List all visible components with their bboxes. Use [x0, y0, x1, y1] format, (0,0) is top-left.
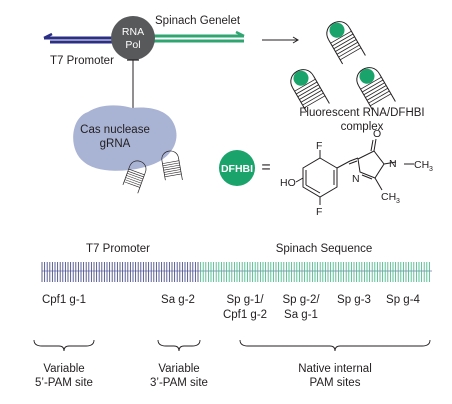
methyl-n: CH	[414, 159, 429, 171]
ring-nitrogen: N	[352, 173, 360, 185]
cas-nuclease-blob	[73, 105, 177, 171]
guide-site-label: Sp g-4	[386, 294, 420, 306]
guide-site-label: Cpf1 g-1	[42, 294, 86, 306]
pam-group-label: Variable	[43, 363, 84, 375]
grna-hairpin	[161, 150, 183, 181]
guide-site-label: Sp g-1/	[226, 294, 264, 306]
group-brace	[157, 339, 201, 352]
guide-site-label: Sp g-2/	[282, 294, 320, 306]
genelet-label: Spinach Genelet	[155, 15, 241, 27]
sequence-bar	[41, 262, 432, 282]
complex-label-line1: Fluorescent RNA/DFHBI	[299, 107, 424, 119]
methyl-c-subscript: 3	[396, 198, 400, 205]
guide-site-labels: Cpf1 g-1 Sa g-2 Sp g-1/Cpf1 g-2 Sp g-2/Sa g…	[42, 294, 421, 321]
rna-polymerase	[111, 16, 155, 60]
pam-group-label: 5’-PAM site	[35, 377, 93, 389]
complex-label-line2: complex	[341, 121, 384, 133]
guide-site-label: Cpf1 g-2	[223, 309, 267, 321]
transcription-arrow	[262, 36, 299, 44]
group-brace	[239, 339, 431, 352]
inhibition-line	[127, 59, 139, 108]
dfhbi-fluorophore	[329, 22, 345, 38]
sequence-spinach-label: Spinach Sequence	[276, 243, 373, 255]
cas-label: Cas nuclease	[80, 124, 150, 136]
grna-label: gRNA	[100, 138, 131, 150]
dfhbi-badge	[219, 150, 255, 186]
methyl-n-subscript: 3	[429, 166, 433, 173]
genelet-arrowhead	[235, 30, 245, 38]
pam-group-label: PAM sites	[310, 377, 361, 389]
polymerase-label-line1: RNA	[122, 26, 144, 38]
sequence-t7-label: T7 Promoter	[86, 243, 150, 255]
t7-promoter-label: T7 Promoter	[50, 55, 114, 67]
pam-group-label: Variable	[158, 363, 199, 375]
polymerase-label-line2: Pol	[125, 39, 140, 51]
fluorine-bottom: F	[316, 206, 322, 218]
pam-group-label: Native internal	[298, 363, 372, 375]
pam-group-braces: Variable 5’-PAM site Variable 3’-PAM site Na…	[33, 339, 431, 389]
guide-site-label: Sa g-1	[284, 309, 318, 321]
fluorine-top: F	[316, 140, 322, 152]
carbonyl-oxygen: O	[373, 128, 381, 140]
dfhbi-fluorophore	[293, 70, 309, 86]
promoter-arrowhead	[43, 32, 53, 40]
equals-sign: =	[261, 159, 270, 176]
guide-site-label: Sa g-2	[161, 294, 195, 306]
nitrogen-methyl: N	[389, 158, 397, 170]
dfhbi-fluorophore	[359, 68, 375, 84]
pam-group-label: 3’-PAM site	[150, 377, 208, 389]
methyl-c: CH	[381, 191, 396, 203]
dfhbi-badge-label: DFHBI	[221, 163, 253, 175]
fluorescent-rna-hairpin	[326, 21, 366, 65]
group-brace	[33, 339, 95, 352]
hydroxyl-label: HO	[280, 177, 296, 189]
fluorescent-rna-hairpin	[356, 67, 396, 111]
fluorescent-rna-hairpin	[290, 69, 330, 113]
grna-hairpin	[122, 160, 147, 194]
dna-duplex	[43, 30, 245, 44]
dfhbi-structure	[295, 138, 414, 205]
guide-site-label: Sp g-3	[337, 294, 371, 306]
